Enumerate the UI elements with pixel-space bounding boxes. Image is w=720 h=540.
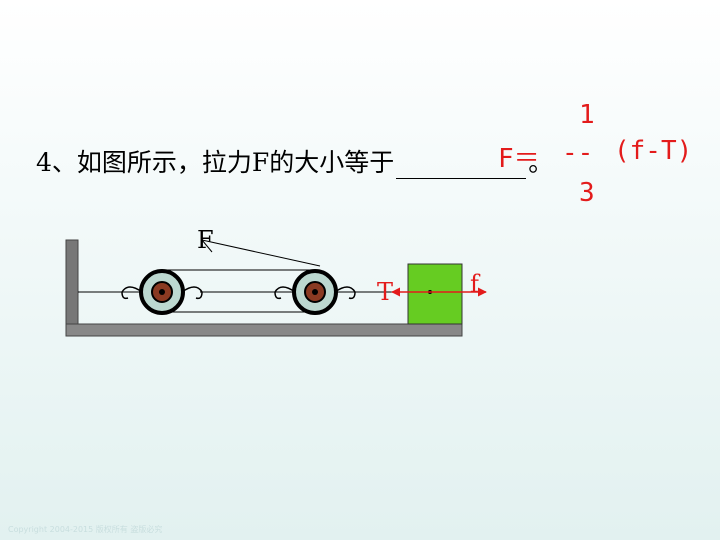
answer-factor: (f-T) bbox=[614, 136, 693, 166]
question-period: 。 bbox=[528, 148, 554, 177]
answer-blank bbox=[396, 148, 527, 179]
rope bbox=[78, 239, 408, 313]
block bbox=[407, 263, 463, 325]
floor bbox=[65, 323, 463, 337]
wall bbox=[65, 239, 79, 337]
label-T: T bbox=[377, 278, 393, 306]
answer-denominator: 3 bbox=[579, 178, 595, 208]
answer-numerator: 1 bbox=[579, 100, 595, 130]
answer-lhs: F＝ bbox=[498, 144, 540, 174]
question-body: 如图所示，拉力F的大小等于 bbox=[76, 148, 395, 177]
question-number: 4、 bbox=[36, 148, 77, 177]
pulley-right bbox=[274, 269, 356, 315]
question-text: 4、 如图所示，拉力F的大小等于 。 bbox=[36, 143, 553, 179]
label-f: f bbox=[470, 270, 481, 298]
pulley-left bbox=[121, 269, 203, 315]
label-F: F bbox=[197, 226, 214, 254]
copyright-footer: Copyright 2004-2015 版权所有 盗版必究 bbox=[8, 525, 163, 534]
answer-fraction-bar: -- bbox=[562, 138, 594, 168]
